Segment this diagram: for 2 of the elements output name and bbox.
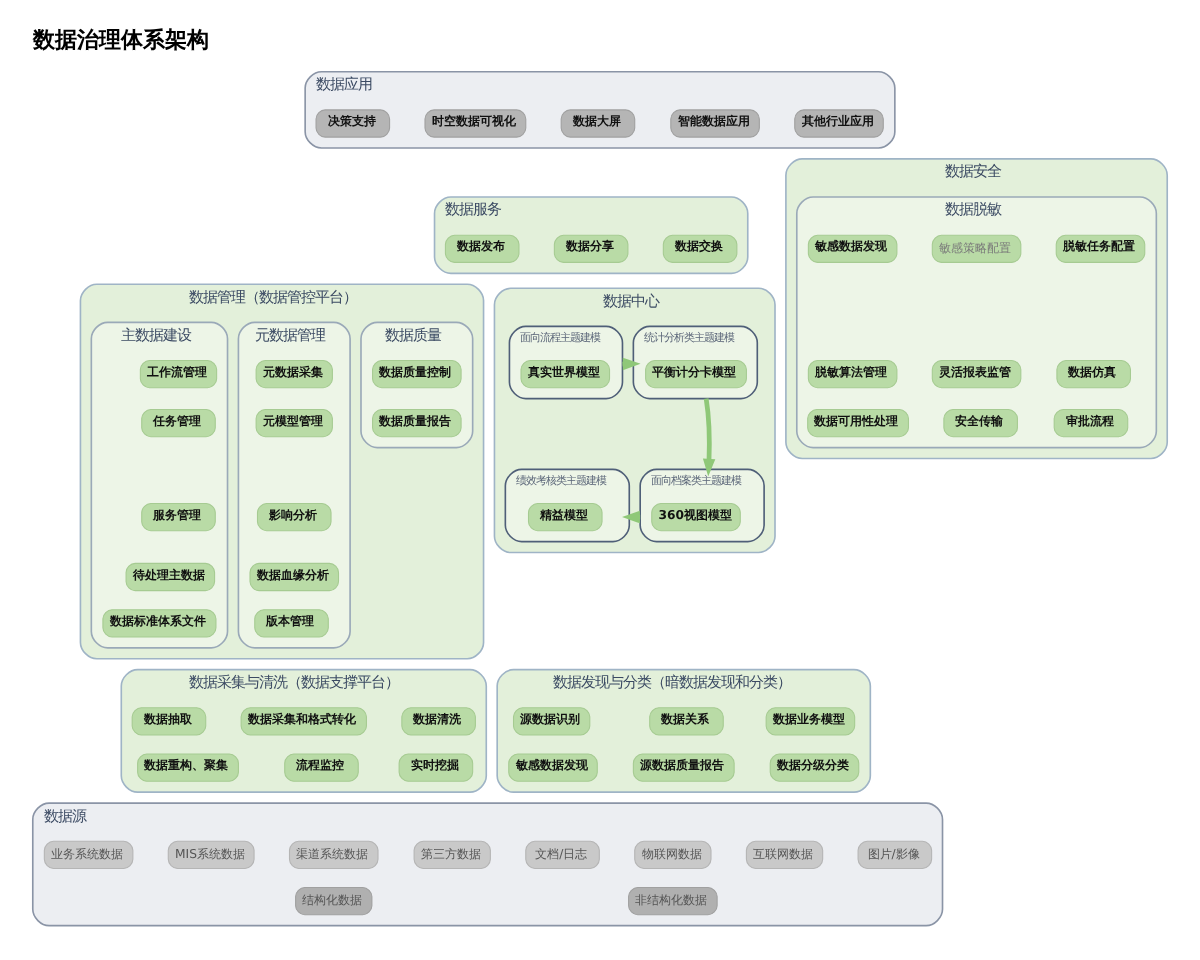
arrow bbox=[702, 397, 716, 476]
diagram-title: 数据治理体系架构 bbox=[32, 25, 209, 52]
